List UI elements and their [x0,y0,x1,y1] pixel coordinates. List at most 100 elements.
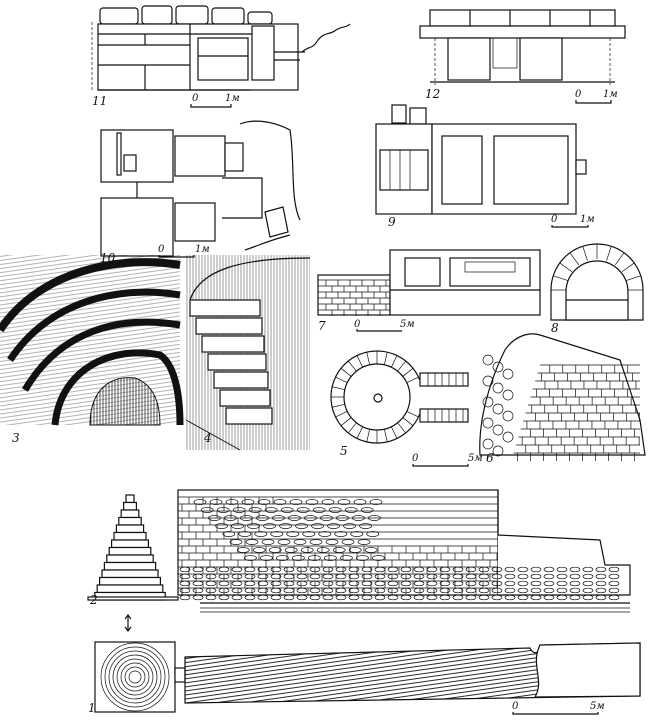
rubble-stone [348,573,360,580]
scale-bar [551,225,589,228]
rubble-stone [360,507,374,513]
voussoir [569,252,580,266]
rubble-stone [452,580,464,587]
rubble-stone [244,587,256,594]
rubble-stone [374,587,386,594]
figure-5-round-plan: 5 0 5м [330,350,483,467]
rubble-stone [504,594,516,601]
ring-block [384,429,388,442]
figure-7-elevation: 7 0 5м [317,249,541,333]
rubble-stone [322,580,334,587]
rubble-stone [341,539,355,545]
rubble-stone [543,566,555,573]
rubble-stone [218,580,230,587]
rubble-stone [556,573,568,580]
rubble-stone [205,580,217,587]
figure-4-corbelled-corner: 4 [185,255,311,451]
rubble-stone [582,580,594,587]
scale-zero: 0 [575,89,582,100]
voussoir [621,262,635,273]
rubble-stone [491,580,503,587]
rubble-stone [293,539,307,545]
rubble-stone [452,566,464,573]
scale-bar [512,712,599,715]
rubble-stone [179,594,191,601]
rubble-stone [608,573,620,580]
rubble-stone [413,594,425,601]
figure-1-plan: 1 0 5м [88,641,641,715]
ring-block [340,368,352,377]
corbel-block [225,407,273,425]
figure-label: 6 [486,451,494,465]
rubble-stone [218,566,230,573]
rubble-stone [348,547,362,553]
rubble-stone [192,594,204,601]
rubble-stone [257,594,269,601]
figure-3-vault-perspective: 3 [0,255,184,445]
rubble-stone [304,515,317,521]
pyramid-base [87,596,179,601]
rubble-stone [205,573,217,580]
ring-block [397,422,406,434]
figure-10-plan: 10 0 1м [100,120,301,265]
voussoir [614,252,625,266]
rubble-stone [336,515,349,521]
corbel-block [189,299,261,317]
rubble-stone [302,531,316,537]
rubble-stone [261,539,275,545]
rubble-stone [296,573,308,580]
rubble-stone [192,573,204,580]
rubble-stone [270,573,282,580]
rubble-stone [582,594,594,601]
rubble-stone [232,507,246,513]
rubble-stone [288,515,301,521]
rubble-stone [569,587,581,594]
scale-zero: 0 [192,93,199,104]
rubble-stone [413,587,425,594]
figure-2-long-elevation: 2 [87,489,631,632]
rubble-stone [296,580,308,587]
rubble-stone [276,555,289,561]
rubble-stone [205,566,217,573]
rubble-stone [192,587,204,594]
rubble-stone [569,580,581,587]
rubble-stone [321,499,335,505]
figure-9-plan: 9 0 1м [375,104,595,229]
chamber-ring [100,642,170,712]
rubble-stone [413,580,425,587]
rubble-stone [366,531,380,537]
rubble-stone [292,555,305,561]
rubble-stone [257,587,269,594]
ring-block [366,429,370,442]
rubble-stone [284,547,298,553]
figure-8-arch-section: 8 [550,243,644,335]
rubble-stone [279,523,292,529]
rubble-stone [280,507,294,513]
rubble-stone [252,547,266,553]
rubble-stone [295,523,308,529]
rubble-stone [179,580,191,587]
rubble-stone [582,573,594,580]
rubble-stone [305,499,319,505]
rubble-stone [543,594,555,601]
rubble-stone [491,594,503,601]
rubble-stone [318,531,332,537]
chamber-ring [108,650,162,704]
scale-unit: 1м [603,89,618,100]
rubble-stone [270,594,282,601]
rubble-stone [582,566,594,573]
rubble-stone [270,531,284,537]
rubble-stone [215,523,228,529]
rubble-stone [361,594,373,601]
rubble-stone [348,580,360,587]
rubble-stone [334,531,348,537]
rubble-stone [218,573,230,580]
rubble-stone [300,547,314,553]
rubble-stone [556,587,568,594]
rubble-stone [222,531,236,537]
rubble-stone [504,587,516,594]
rubble-stone [504,573,516,580]
rubble-stone [439,566,451,573]
rubble-stone [517,594,529,601]
rubble-stone [327,523,340,529]
